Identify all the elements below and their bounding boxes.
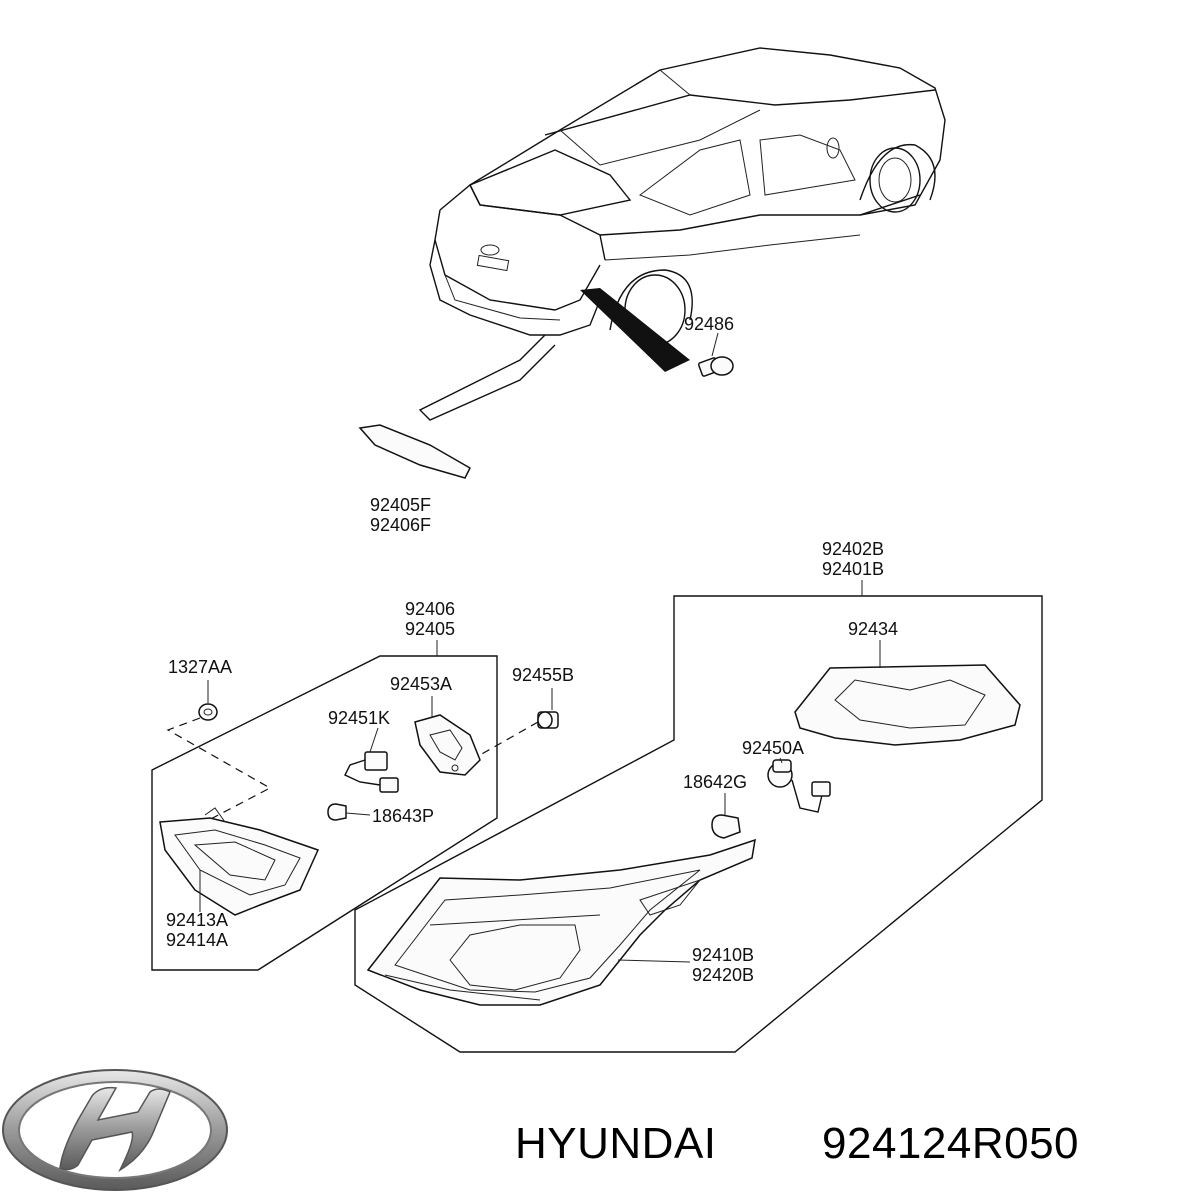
- label-92450a: 92450A: [742, 738, 804, 758]
- hyundai-logo-icon: [2, 1069, 228, 1191]
- label-92405: 92405: [405, 619, 455, 639]
- reflector-projection-band: [418, 334, 556, 421]
- rear-reflector-part: [358, 424, 471, 479]
- label-92406f: 92406F: [370, 515, 431, 535]
- bolt-92486-part: [697, 356, 734, 377]
- brand-name: HYUNDAI: [515, 1119, 717, 1168]
- label-92434: 92434: [848, 619, 898, 639]
- outer-tail-lamp-92410b-part: [366, 838, 756, 1006]
- label-92406: 92406: [405, 599, 455, 619]
- socket-92455b-part: [537, 711, 559, 729]
- label-92455b: 92455B: [512, 665, 574, 685]
- nut-1327aa-part: [198, 703, 218, 721]
- wiring-92451k-part: [344, 751, 399, 793]
- outer-lamp-group-frame: [354, 595, 1043, 1053]
- label-18643p: 18643P: [372, 806, 434, 826]
- bulb-18643p-part: [327, 803, 347, 821]
- label-92420b: 92420B: [692, 965, 754, 985]
- label-92413a: 92413A: [166, 910, 228, 930]
- label-92453a: 92453A: [390, 674, 452, 694]
- inner-lamp-92413a-part: [159, 807, 320, 916]
- label-92401b: 92401B: [822, 559, 884, 579]
- socket-92450a-part: [767, 759, 831, 813]
- gasket-92434-part: [794, 664, 1021, 746]
- gasket-92453a-part: [414, 714, 481, 776]
- bulb-18642g-part: [711, 814, 741, 839]
- label-92405f: 92405F: [370, 495, 431, 515]
- label-92402b: 92402B: [822, 539, 884, 559]
- car-rear-view-illustration: [429, 47, 946, 372]
- inner-lamp-group-frame: [151, 655, 498, 971]
- label-1327aa: 1327AA: [168, 657, 232, 677]
- label-92410b: 92410B: [692, 945, 754, 965]
- label-92486: 92486: [684, 314, 734, 334]
- label-18642g: 18642G: [683, 772, 747, 792]
- part-number: 924124R050: [822, 1119, 1079, 1168]
- label-92451k: 92451K: [328, 708, 390, 728]
- label-92414a: 92414A: [166, 930, 228, 950]
